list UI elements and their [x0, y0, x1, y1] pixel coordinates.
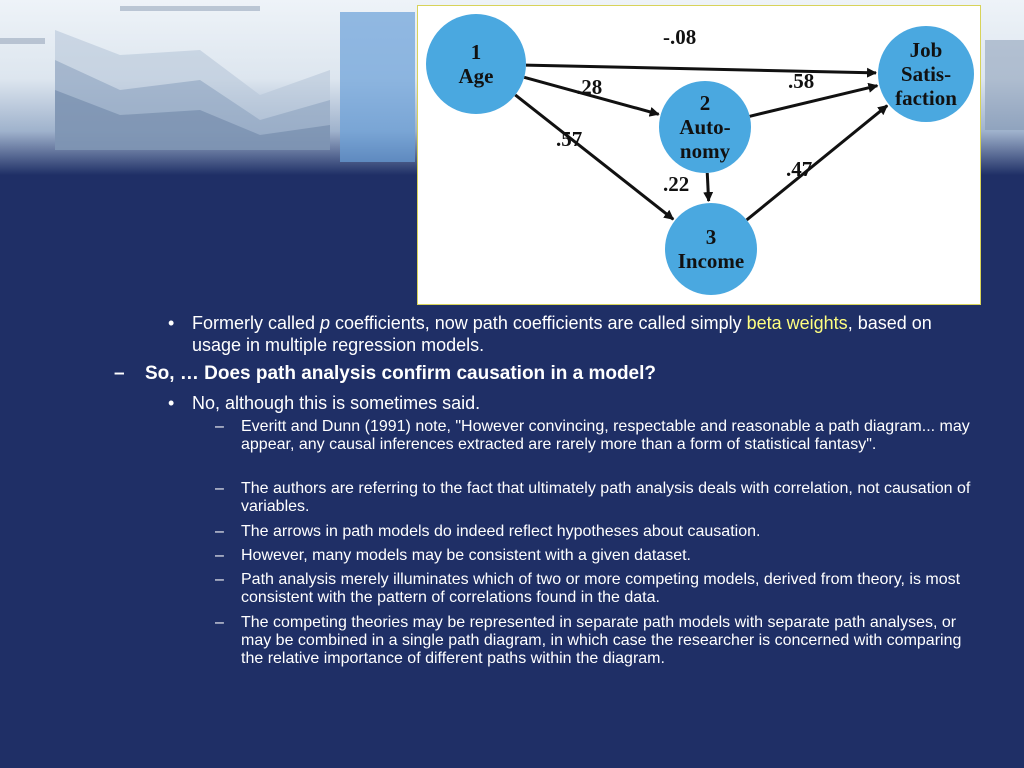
path-arrow-age-to-autonomy [523, 75, 660, 117]
node-label-age: Age [459, 64, 494, 88]
path-arrow-autonomy-to-job [749, 82, 879, 118]
sub-item-authors: – The authors are referring to the fact … [215, 480, 971, 515]
sub-item-arrows: – The arrows in path models do indeed re… [215, 523, 761, 540]
node-label-job: Satis- [901, 62, 951, 86]
node-label-autonomy: 2 [700, 91, 711, 115]
path-arrow-age-to-income [514, 93, 675, 221]
path-arrow-autonomy-to-income [703, 172, 714, 203]
question-heading: – So, … Does path analysis confirm causa… [114, 363, 657, 384]
path-arrow-income-to-job [745, 104, 889, 222]
path-coefficient-age-to-autonomy: .28 [576, 75, 602, 99]
sub-item-illuminates: – Path analysis merely illuminates which… [215, 571, 961, 606]
node-income [665, 203, 757, 295]
faded-chart-graphic [0, 6, 1024, 162]
sub-item-everitt: – Everitt and Dunn (1991) note, "However… [215, 418, 970, 453]
path-coefficient-age-to-income: .57 [556, 127, 582, 151]
node-label-job: faction [895, 86, 957, 110]
node-age [426, 14, 526, 114]
node-label-job: Job [910, 38, 943, 62]
node-label-income: 3 [706, 225, 717, 249]
dash-marker: – [114, 363, 125, 384]
sub-item-many-models: – However, many models may be consistent… [215, 547, 691, 564]
path-coefficient-autonomy-to-job: .58 [788, 69, 814, 93]
highlight-term: beta weights [746, 313, 848, 333]
bullet-no: • No, although this is sometimes said. [168, 393, 481, 413]
bullet-beta-weights: • Formerly called p coefficients, now pa… [168, 313, 932, 355]
path-coefficient-income-to-job: .47 [786, 157, 812, 181]
path-coefficient-age-to-job: -.08 [663, 25, 696, 49]
path-coefficient-autonomy-to-income: .22 [663, 172, 689, 196]
node-job [878, 26, 974, 122]
bullet-marker: • [168, 393, 175, 413]
sub-item-competing-theories: – The competing theories may be represen… [215, 614, 962, 667]
node-label-income: Income [678, 249, 745, 273]
node-label-autonomy: Auto- [679, 115, 730, 139]
node-label-age: 1 [471, 40, 482, 64]
node-autonomy [659, 81, 751, 173]
path-arrow-age-to-job [525, 63, 878, 78]
bullet-marker: • [168, 313, 175, 333]
node-label-autonomy: nomy [680, 139, 731, 163]
